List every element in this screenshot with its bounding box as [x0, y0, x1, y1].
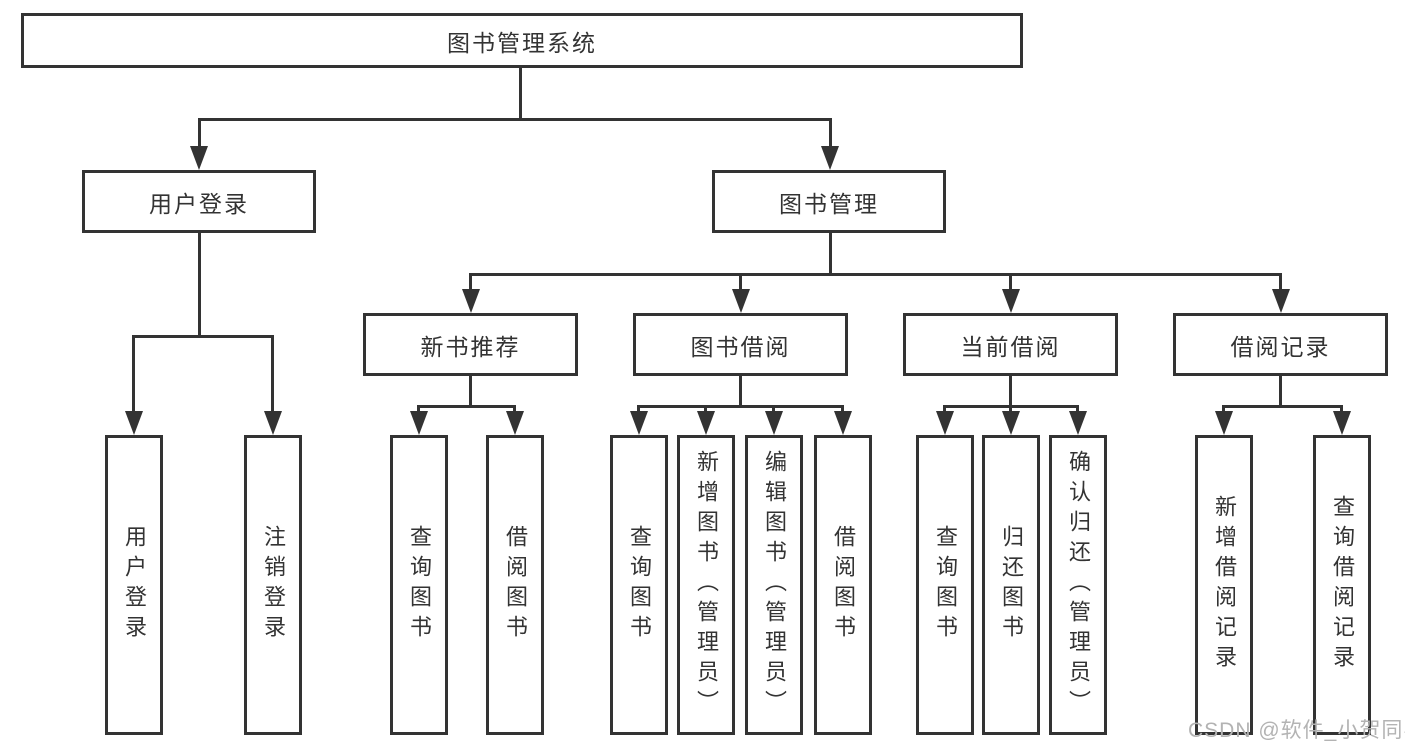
connector-stem: [1009, 374, 1012, 407]
connector-drop: [417, 405, 420, 415]
arrow-down-icon: [410, 411, 428, 435]
leaf-label: 查询图书: [627, 525, 652, 645]
arrow-down-icon: [506, 411, 524, 435]
connector-bookmgmt-stem: [829, 232, 832, 275]
connector-stem: [1279, 374, 1282, 407]
connector-split: [1222, 405, 1343, 408]
arrow-down-icon: [1002, 289, 1020, 313]
leaf-label: 查询图书: [407, 525, 432, 645]
arrow-down-icon: [697, 411, 715, 435]
leaf-label: 查询借阅记录: [1330, 495, 1355, 675]
connector-drop: [1279, 273, 1282, 291]
connector-drop: [1009, 405, 1012, 415]
connector-drop: [943, 405, 946, 415]
leaf-label: 查询图书: [933, 525, 958, 645]
leaf-return-books: 归还图书: [982, 435, 1040, 735]
connector-drop: [513, 405, 516, 415]
connector-userlogin-split: [132, 335, 274, 338]
connector-drop: [1340, 405, 1343, 415]
node-borrowing-records: 借阅记录: [1173, 313, 1388, 376]
leaf-borrowing-query-books: 查询图书: [610, 435, 668, 735]
arrow-down-icon: [1215, 411, 1233, 435]
arrow-down-icon: [821, 146, 839, 170]
leaf-confirm-return-admin: 确认归还（管理员）: [1049, 435, 1107, 735]
connector-stem: [739, 374, 742, 407]
connector-drop: [1076, 405, 1079, 415]
node-book-borrowing: 图书借阅: [633, 313, 848, 376]
leaf-label: 新增图书（管理员）: [694, 450, 719, 720]
arrow-down-icon: [125, 411, 143, 435]
node-library-management-system: 图书管理系统: [21, 13, 1023, 68]
leaf-label: 编辑图书（管理员）: [762, 450, 787, 720]
arrow-down-icon: [834, 411, 852, 435]
connector-drop: [1222, 405, 1225, 415]
connector-split: [417, 405, 516, 408]
leaf-query-borrow-record: 查询借阅记录: [1313, 435, 1371, 735]
leaf-recommend-query-books: 查询图书: [390, 435, 448, 735]
connector-drop: [739, 273, 742, 291]
arrow-down-icon: [765, 411, 783, 435]
connector-drop: [772, 405, 775, 415]
node-label: 图书管理系统: [447, 29, 597, 56]
leaf-borrowing-borrow-books: 借阅图书: [814, 435, 872, 735]
arrow-down-icon: [1272, 289, 1290, 313]
connector-bookmgmt-split: [469, 273, 1282, 276]
leaf-current-query-books: 查询图书: [916, 435, 974, 735]
node-user-login: 用户登录: [82, 170, 316, 233]
leaf-label: 借阅图书: [831, 525, 856, 645]
arrow-down-icon: [732, 289, 750, 313]
connector-root-stem: [519, 67, 522, 120]
connector-split: [637, 405, 844, 408]
node-label: 借阅记录: [1230, 333, 1331, 360]
arrow-down-icon: [1069, 411, 1087, 435]
leaf-add-borrow-record: 新增借阅记录: [1195, 435, 1253, 735]
connector-stem: [469, 374, 472, 407]
arrow-down-icon: [462, 289, 480, 313]
connector-userlogin-stem: [198, 232, 201, 337]
connector-root-split: [198, 118, 832, 121]
connector-drop: [829, 118, 832, 150]
node-label: 新书推荐: [420, 333, 521, 360]
connector-drop: [469, 273, 472, 291]
leaf-label: 借阅图书: [503, 525, 528, 645]
leaf-label: 归还图书: [999, 525, 1024, 645]
node-label: 图书借阅: [690, 333, 791, 360]
arrow-down-icon: [190, 146, 208, 170]
arrow-down-icon: [936, 411, 954, 435]
node-label: 用户登录: [149, 190, 249, 217]
leaf-recommend-borrow-books: 借阅图书: [486, 435, 544, 735]
node-current-borrowing: 当前借阅: [903, 313, 1118, 376]
leaf-label: 注销登录: [261, 525, 286, 645]
arrow-down-icon: [264, 411, 282, 435]
leaf-label: 用户登录: [122, 525, 147, 645]
leaf-user-login: 用户登录: [105, 435, 163, 735]
arrow-down-icon: [1333, 411, 1351, 435]
arrow-down-icon: [630, 411, 648, 435]
connector-drop: [198, 118, 201, 150]
node-new-book-recommendation: 新书推荐: [363, 313, 578, 376]
connector-drop: [637, 405, 640, 415]
connector-drop: [271, 335, 274, 413]
node-book-management: 图书管理: [712, 170, 946, 233]
connector-drop: [704, 405, 707, 415]
watermark: CSDN @软件_小贺同学: [1188, 719, 1405, 742]
arrow-down-icon: [1002, 411, 1020, 435]
connector-drop: [132, 335, 135, 413]
leaf-label: 确认归还（管理员）: [1066, 450, 1091, 720]
node-label: 图书管理: [779, 190, 879, 217]
node-label: 当前借阅: [960, 333, 1061, 360]
leaf-label: 新增借阅记录: [1212, 495, 1237, 675]
leaf-edit-book-admin: 编辑图书（管理员）: [745, 435, 803, 735]
leaf-logout: 注销登录: [244, 435, 302, 735]
connector-drop: [841, 405, 844, 415]
connector-drop: [1009, 273, 1012, 291]
leaf-add-book-admin: 新增图书（管理员）: [677, 435, 735, 735]
